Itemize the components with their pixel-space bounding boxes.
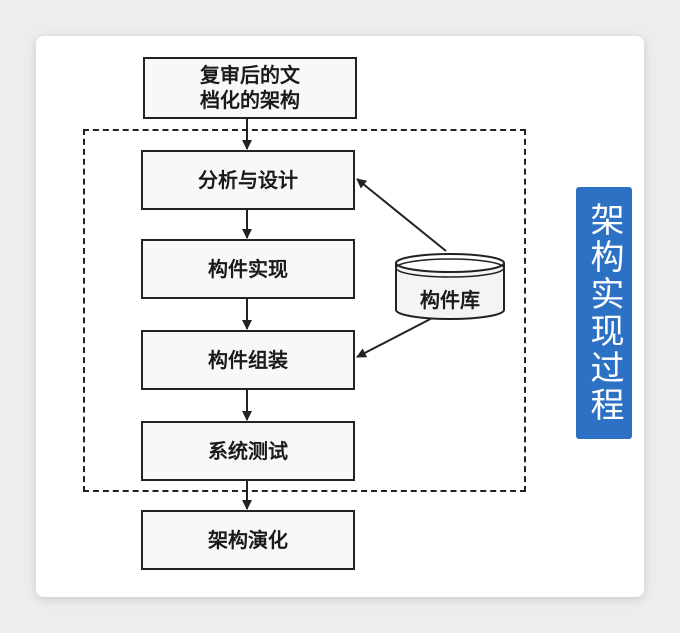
- side-title-banner: 架构实现过程: [576, 187, 632, 439]
- side-title-text: 架构实现过程: [584, 202, 624, 424]
- arrow-library-to-assembly: [356, 313, 441, 358]
- step-architecture-evolution: 架构演化: [141, 510, 355, 570]
- process-boundary: [83, 129, 526, 492]
- library-label: 构件库: [420, 287, 480, 312]
- step-analysis-design: 分析与设计: [141, 150, 355, 210]
- step-component-implementation: 构件实现: [141, 239, 355, 299]
- step-component-assembly: 构件组装: [141, 330, 355, 390]
- step-reviewed-architecture: 复审后的文 档化的架构: [143, 57, 357, 119]
- step-system-testing: 系统测试: [141, 421, 355, 481]
- arrow-library-to-design: [356, 178, 447, 252]
- library-cylinder: [395, 253, 505, 320]
